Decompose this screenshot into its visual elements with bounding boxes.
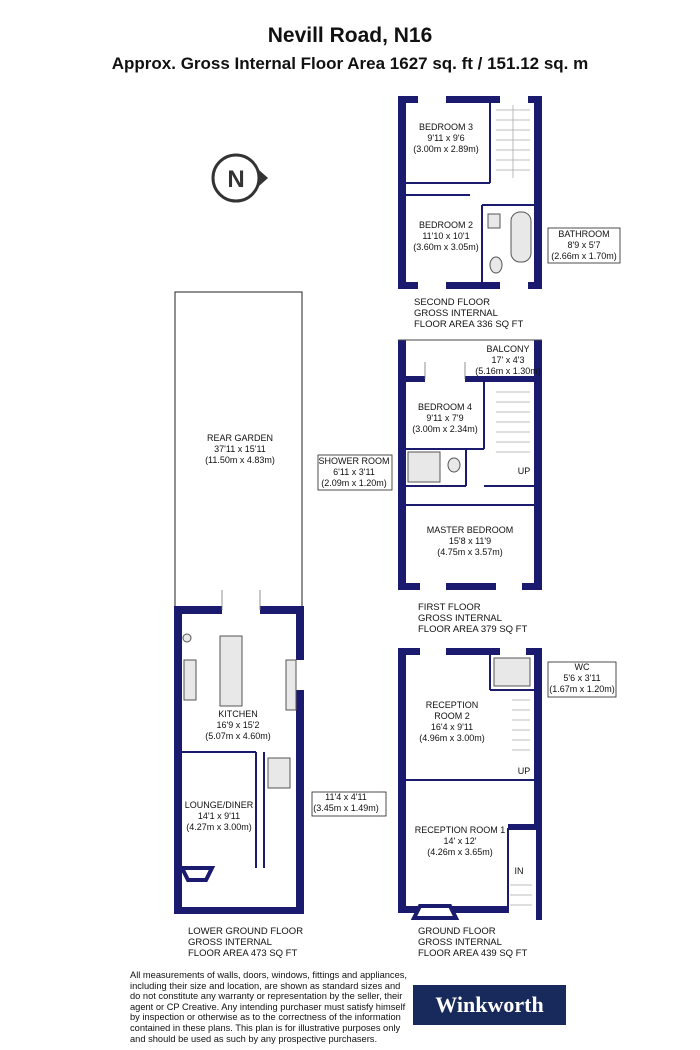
first-floor-label-3: FLOOR AREA 379 SQ FT xyxy=(418,624,527,635)
garden-imperial: 37'11 x 15'11 xyxy=(214,444,266,454)
bedroom4-imperial: 9'11 x 7'9 xyxy=(426,413,463,423)
bedroom2-metric: (3.60m x 3.05m) xyxy=(413,242,479,252)
bedroom4-metric: (3.00m x 2.34m) xyxy=(412,424,478,434)
kitchen-imperial: 16'9 x 15'2 xyxy=(217,720,260,730)
bathroom-callout-box xyxy=(547,227,621,264)
counter-icon xyxy=(285,659,297,711)
bedroom3-imperial: 9'11 x 9'6 xyxy=(427,133,464,143)
ground-floor-up-label: UP xyxy=(518,766,531,776)
bedroom3-name: BEDROOM 3 xyxy=(419,122,473,132)
north-compass-icon: N xyxy=(211,153,268,203)
reception2-imperial: 16'4 x 9'11 xyxy=(431,722,473,732)
hob-icon xyxy=(183,659,197,701)
bedroom4-name: BEDROOM 4 xyxy=(418,402,472,412)
bathroom-metric: (2.66m x 1.70m) xyxy=(551,251,617,261)
lounge-name: LOUNGE/DINER xyxy=(185,800,254,810)
utility-metric: (3.45m x 1.49m) xyxy=(313,803,379,813)
shower-tray-icon xyxy=(407,451,441,483)
ground-floor-label-3: FLOOR AREA 439 SQ FT xyxy=(418,948,527,959)
balcony-metric: (5.16m x 1.30m) xyxy=(475,366,541,376)
bathtub-icon xyxy=(510,211,532,263)
utility-imperial: 11'4 x 4'11 xyxy=(325,792,367,802)
ground-floor-label-1: GROUND FLOOR xyxy=(418,926,496,937)
lower-ground-floor-plan: REAR GARDEN 37'11 x 15'11 (11.50m x 4.83… xyxy=(174,291,379,959)
wc-callout-box xyxy=(547,661,617,698)
second-floor-plan: BEDROOM 3 9'11 x 9'6 (3.00m x 2.89m) BED… xyxy=(398,96,617,330)
second-floor-label-3: FLOOR AREA 336 SQ FT xyxy=(414,319,523,330)
shower-imperial: 6'11 x 3'11 xyxy=(333,467,375,477)
shower-metric: (2.09m x 1.20m) xyxy=(321,478,387,488)
wc-name: WC xyxy=(575,662,590,672)
first-floor-label-2: GROSS INTERNAL xyxy=(418,613,502,624)
reception1-imperial: 14' x 12' xyxy=(444,836,477,846)
utility-callout-box xyxy=(311,791,387,817)
reception2-name-1: RECEPTION xyxy=(426,700,479,710)
bathroom-name: BATHROOM xyxy=(558,229,609,239)
wc-metric: (1.67m x 1.20m) xyxy=(549,684,615,694)
lower-floor-label-1: LOWER GROUND FLOOR xyxy=(188,926,303,937)
first-floor-label-1: FIRST FLOOR xyxy=(418,602,481,613)
ground-floor-in-label: IN xyxy=(515,866,524,876)
garden-name: REAR GARDEN xyxy=(207,433,273,443)
kitchen-island-icon xyxy=(219,635,243,707)
bedroom3-metric: (3.00m x 2.89m) xyxy=(413,144,479,154)
shower-callout-box xyxy=(317,454,393,491)
bedroom2-name: BEDROOM 2 xyxy=(419,220,473,230)
reception2-name-2: ROOM 2 xyxy=(434,711,470,721)
page-title: Nevill Road, N16 xyxy=(267,24,433,47)
lower-floor-label-3: FLOOR AREA 473 SQ FT xyxy=(188,948,297,959)
second-floor-label-1: SECOND FLOOR xyxy=(414,297,490,308)
garden-metric: (11.50m x 4.83m) xyxy=(205,455,275,465)
reception2-metric: (4.96m x 3.00m) xyxy=(419,733,485,743)
first-floor-plan: BEDROOM 4 9'11 x 7'9 (3.00m x 2.34m) BAL… xyxy=(319,339,542,635)
master-metric: (4.75m x 3.57m) xyxy=(437,547,503,557)
compass-letter: N xyxy=(227,166,244,193)
balcony-imperial: 17' x 4'3 xyxy=(492,355,525,365)
lounge-imperial: 14'1 x 9'11 xyxy=(198,811,240,821)
first-floor-up-label: UP xyxy=(518,466,531,476)
reception1-name: RECEPTION ROOM 1 xyxy=(415,825,506,835)
kitchen-metric: (5.07m x 4.60m) xyxy=(205,731,271,741)
master-imperial: 15'8 x 11'9 xyxy=(449,536,491,546)
shower-name: SHOWER ROOM xyxy=(319,456,390,466)
winkworth-logo: Winkworth xyxy=(413,985,566,1025)
second-floor-label-2: GROSS INTERNAL xyxy=(414,308,498,319)
bedroom2-imperial: 11'10 x 10'1 xyxy=(422,231,469,241)
toilet-icon xyxy=(489,256,503,274)
master-name: MASTER BEDROOM xyxy=(427,525,514,535)
floor-area-subtitle: Approx. Gross Internal Floor Area 1627 s… xyxy=(111,54,589,73)
wc-imperial: 5'6 x 3'11 xyxy=(563,673,600,683)
lounge-metric: (4.27m x 3.00m) xyxy=(186,822,252,832)
basin-icon xyxy=(487,213,501,229)
balcony-name: BALCONY xyxy=(486,344,529,354)
shower-toilet-icon xyxy=(447,457,461,473)
reception1-metric: (4.26m x 3.65m) xyxy=(427,847,493,857)
lower-floor-label-2: GROSS INTERNAL xyxy=(188,937,272,948)
ground-floor-plan: UP IN RECEPTION ROOM 2 16'4 x 9'11 (4.96… xyxy=(398,648,615,959)
bathroom-imperial: 8'9 x 5'7 xyxy=(568,240,601,250)
ground-floor-label-2: GROSS INTERNAL xyxy=(418,937,502,948)
kitchen-name: KITCHEN xyxy=(218,709,258,719)
disclaimer-text: All measurements of walls, doors, window… xyxy=(130,970,407,1044)
